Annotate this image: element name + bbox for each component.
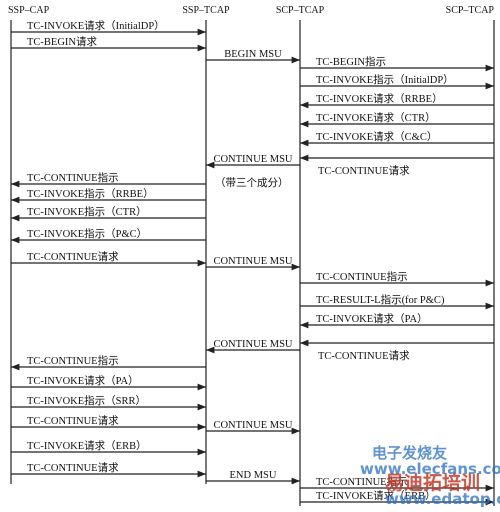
message-label: TC-INVOKE请求（PA） [27,374,139,387]
message-note: （带三个成分） [215,177,289,189]
watermark-text-2: www.elecfans.com [360,460,500,478]
message-label: TC-CONTINUE指示 [27,354,119,367]
message-label: CONTINUE MSU [213,339,292,350]
message-label: END MSU [230,470,277,481]
message-label: TC-INVOKE请求（ERB） [27,439,147,452]
message-label: BEGIN MSU [224,49,282,60]
participant-scp-tcap: SCP–TCAP [276,5,325,16]
message-label: TC-INVOKE请求（C&C） [316,130,437,143]
message-label: TC-CONTINUE请求 [27,461,119,474]
message-label: CONTINUE MSU [213,420,292,431]
participant-scp-tcap-remote: SCP–TCAP [446,5,495,16]
message-label: TC-INVOKE请求（PA） [316,312,428,325]
message-label: TC-BEGIN指示 [316,55,386,68]
message-label: TC-INVOKE指示（InitialDP） [316,73,454,86]
message-label: TC-CONTINUE指示 [316,270,408,283]
message-label: TC-CONTINUE指示 [316,475,408,488]
message-label: TC-INVOKE指示（SRR） [27,394,146,407]
participant-ssp-tcap: SSP–TCAP [182,5,230,16]
message-label: TC-INVOKE指示（RRBE） [27,187,154,200]
watermark-text-3: 易迪拓培训 [385,471,480,494]
message-label: TC-INVOKE请求（InitialDP） [27,19,165,32]
message-label: TC-BEGIN请求 [27,35,97,48]
message-label: TC-RESULT-L指示(for P&C) [316,293,445,306]
message-label: TC-CONTINUE请求 [318,164,410,177]
message-label: TC-CONTINUE指示 [27,171,119,184]
message-label: TC-INVOKE指示（P&C） [27,227,147,240]
watermark: 电子发烧友 www.elecfans.com 易迪拓培训 www.edatop.… [360,444,500,508]
message-label: TC-CONTINUE请求 [27,414,119,427]
watermark-text-4: www.edatop.com [385,490,500,508]
message-label: CONTINUE MSU [213,256,292,267]
message-label: TC-INVOKE请求（CTR） [316,111,436,124]
message-label: TC-INVOKE请求（ERB） [316,489,436,502]
message-label: TC-CONTINUE请求 [318,349,410,362]
participant-ssp-cap: SSP–CAP [8,5,50,16]
message-label: TC-CONTINUE请求 [27,250,119,263]
message-label: TC-INVOKE指示（CTR） [27,205,147,218]
watermark-text-1: 电子发烧友 [372,444,447,462]
message-label: CONTINUE MSU [213,154,292,165]
message-label: TC-INVOKE请求（RRBE） [316,92,443,105]
message-list: TC-INVOKE请求（InitialDP） TC-BEGIN请求 BEGIN MS… [10,19,494,506]
